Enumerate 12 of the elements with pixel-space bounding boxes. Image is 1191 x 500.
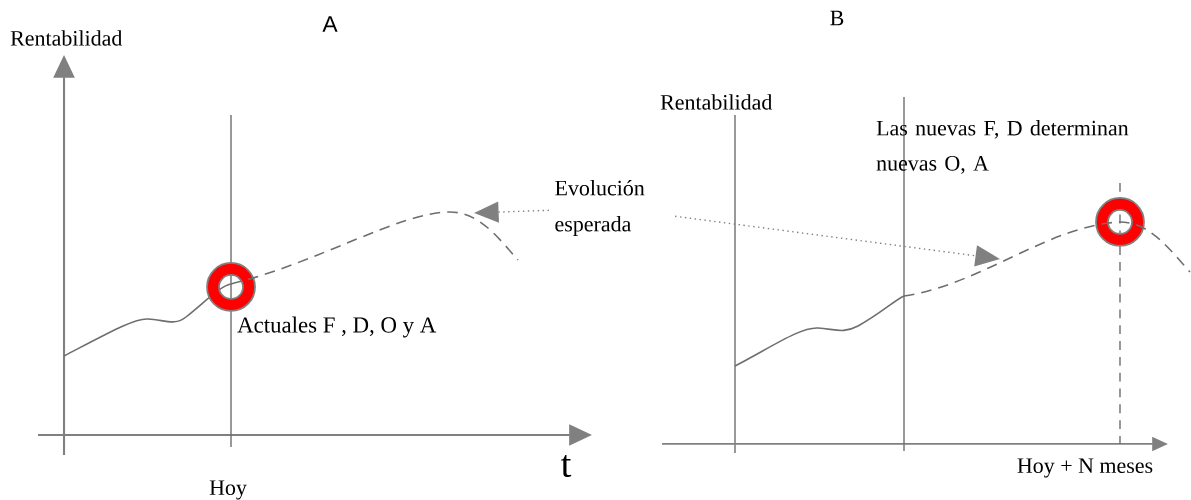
callout-text: Evolución esperada (555, 180, 645, 236)
dashed-curve (903, 221, 1191, 297)
annotation: Actuales F , D, O y A (237, 316, 437, 338)
panel-letter: A (322, 16, 338, 32)
panel-letter: B (830, 10, 844, 26)
axis-label: Hoy (209, 480, 247, 500)
annotation: Las nuevas F, D determinan nuevas O, A (876, 120, 1129, 174)
axis-label: Rentabilidad (660, 94, 773, 110)
axis-label: t (561, 454, 572, 478)
dashed-curve (230, 211, 519, 285)
axis-label: Rentabilidad (10, 30, 123, 46)
axis-label: Hoy + N meses (1017, 458, 1153, 478)
